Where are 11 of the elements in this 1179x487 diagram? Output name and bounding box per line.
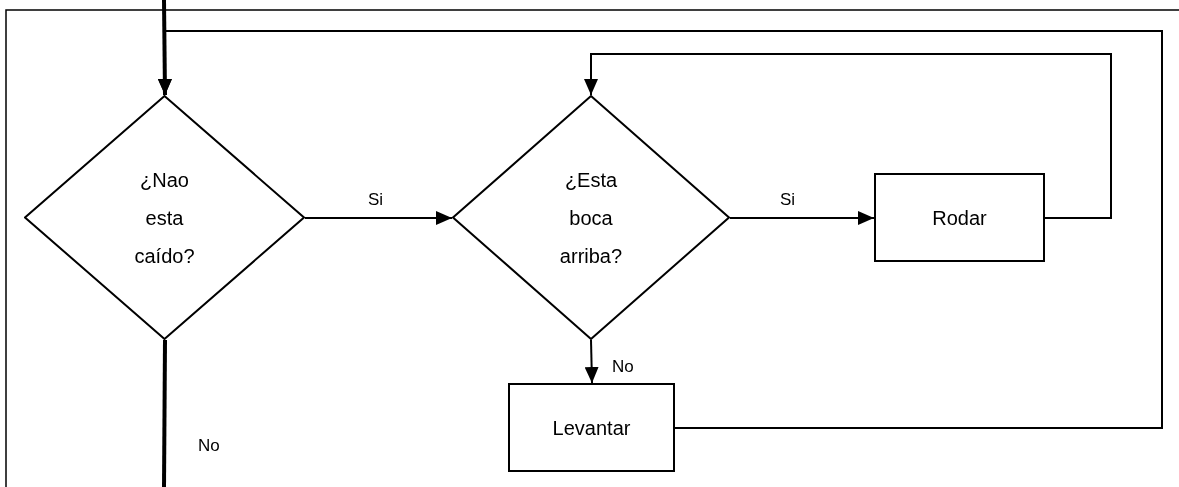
- arrow: [158, 30, 1163, 429]
- arrow: [304, 211, 453, 225]
- arrow: [584, 53, 1112, 219]
- process-box: [508, 383, 675, 472]
- decision-text: ¿Nao esta caído?: [133, 167, 196, 269]
- process-box: [874, 173, 1045, 262]
- arrow: [584, 339, 599, 384]
- arrow: [729, 211, 875, 225]
- process-text: Rodar: [932, 205, 987, 231]
- process-text: Levantar: [552, 415, 631, 441]
- decision-text: ¿Esta boca arriba?: [558, 167, 624, 269]
